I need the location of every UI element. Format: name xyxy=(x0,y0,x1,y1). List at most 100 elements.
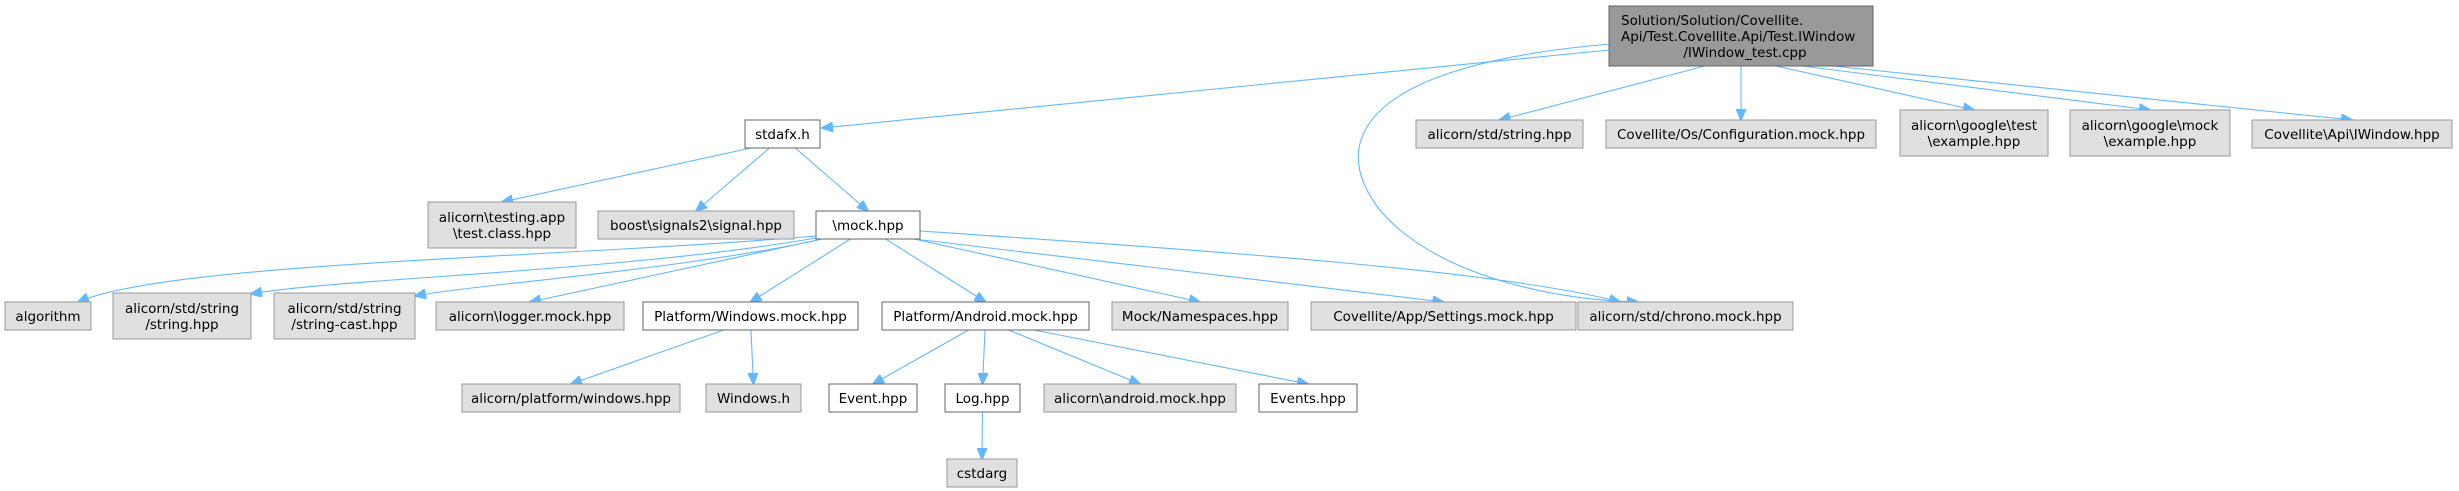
node-label-alicorn_android-0: alicorn\android.mock.hpp xyxy=(1054,391,1226,407)
node-alicorn_logger[interactable]: alicorn\logger.mock.hpp xyxy=(435,301,625,331)
node-alicorn_std_string_top[interactable]: alicorn/std/string.hpp xyxy=(1415,119,1584,149)
node-alicorn_android[interactable]: alicorn\android.mock.hpp xyxy=(1043,383,1237,413)
node-windows_h[interactable]: Windows.h xyxy=(705,383,802,413)
node-alicorn_std_chrono[interactable]: alicorn/std/chrono.mock.hpp xyxy=(1577,301,1794,331)
edge-mock-to-algorithm xyxy=(78,235,817,302)
node-root[interactable]: Solution/Solution/Covellite.Api/Test.Cov… xyxy=(1608,5,1874,67)
node-box-alicorn_std_string_cast[interactable] xyxy=(273,292,416,340)
node-box-boost_signals2[interactable] xyxy=(597,210,795,240)
node-box-platform_windows[interactable] xyxy=(642,301,859,331)
edge-platform_windows-to-windows_h xyxy=(751,329,754,384)
node-label-alicorn_logger-0: alicorn\logger.mock.hpp xyxy=(449,309,612,325)
node-box-windows_h[interactable] xyxy=(705,383,802,413)
node-box-log_hpp[interactable] xyxy=(944,383,1021,413)
node-box-platform_android[interactable] xyxy=(881,301,1090,331)
node-covellite_api_iwindow[interactable]: Covellite\Api\IWindow.hpp xyxy=(2251,119,2453,149)
edge-root-to-alicorn_std_string_top xyxy=(1500,65,1705,120)
node-box-alicorn_google_test[interactable] xyxy=(1899,109,2049,157)
edge-platform_android-to-events_hpp xyxy=(1033,329,1308,384)
node-label-root-1: Api/Test.Covellite.Api/Test.IWindow xyxy=(1621,29,1855,45)
edge-platform_android-to-event_hpp xyxy=(873,329,969,384)
node-box-alicorn_logger[interactable] xyxy=(435,301,625,331)
edges-layer xyxy=(78,43,2352,459)
node-log_hpp[interactable]: Log.hpp xyxy=(944,383,1021,413)
node-events_hpp[interactable]: Events.hpp xyxy=(1258,383,1358,413)
node-label-alicorn_testing_app-0: alicorn\testing.app xyxy=(439,210,565,226)
node-algorithm[interactable]: algorithm xyxy=(4,301,92,331)
edge-platform_android-to-alicorn_android xyxy=(1008,329,1140,384)
edge-root-to-alicorn_google_mock xyxy=(1802,65,2150,110)
node-covellite_os_configuration[interactable]: Covellite/Os/Configuration.mock.hpp xyxy=(1605,119,1877,149)
node-box-covellite_os_configuration[interactable] xyxy=(1605,119,1877,149)
node-alicorn_testing_app[interactable]: alicorn\testing.app\test.class.hpp xyxy=(427,201,577,249)
node-label-alicorn_std_string_cast-1: /string-cast.hpp xyxy=(291,317,397,333)
node-box-cstdarg[interactable] xyxy=(946,458,1018,488)
node-box-covellite_app_settings[interactable] xyxy=(1310,301,1577,331)
edge-mock-to-covellite_app_settings xyxy=(913,238,1444,302)
edge-mock-to-platform_android xyxy=(885,238,986,302)
node-box-alicorn_std_chrono[interactable] xyxy=(1577,301,1794,331)
edge-stdafx-to-alicorn_testing_app xyxy=(502,147,752,202)
node-platform_windows[interactable]: Platform/Windows.mock.hpp xyxy=(642,301,859,331)
node-box-stdafx[interactable] xyxy=(744,119,821,149)
edge-mock-to-alicorn_std_chrono xyxy=(919,230,1620,302)
node-label-alicorn_std_string-0: alicorn/std/string xyxy=(125,301,239,317)
node-label-alicorn_std_string_top-0: alicorn/std/string.hpp xyxy=(1427,127,1571,143)
node-event_hpp[interactable]: Event.hpp xyxy=(828,383,918,413)
node-label-stdafx-0: stdafx.h xyxy=(755,127,810,143)
node-label-covellite_app_settings-0: Covellite/App/Settings.mock.hpp xyxy=(1333,309,1554,325)
node-alicorn_google_test[interactable]: alicorn\google\test\example.hpp xyxy=(1899,109,2049,157)
node-label-alicorn_google_mock-0: alicorn\google\mock xyxy=(2082,118,2219,134)
node-label-alicorn_google_mock-1: \example.hpp xyxy=(2104,134,2197,150)
node-box-alicorn_android[interactable] xyxy=(1043,383,1237,413)
node-box-mock_namespaces[interactable] xyxy=(1111,301,1289,331)
node-label-mock_namespaces-0: Mock/Namespaces.hpp xyxy=(1122,309,1278,325)
nodes-layer: Solution/Solution/Covellite.Api/Test.Cov… xyxy=(4,5,2453,488)
edge-mock-to-alicorn_std_string xyxy=(251,237,817,294)
node-alicorn_std_string_cast[interactable]: alicorn/std/string/string-cast.hpp xyxy=(273,292,416,340)
node-box-alicorn_platform_windows[interactable] xyxy=(461,383,681,413)
node-platform_android[interactable]: Platform/Android.mock.hpp xyxy=(881,301,1090,331)
node-alicorn_platform_windows[interactable]: alicorn/platform/windows.hpp xyxy=(461,383,681,413)
node-label-platform_windows-0: Platform/Windows.mock.hpp xyxy=(654,309,847,325)
node-mock[interactable]: \mock.hpp xyxy=(815,210,921,240)
node-box-alicorn_std_string[interactable] xyxy=(112,292,252,340)
edge-mock-to-alicorn_logger xyxy=(530,238,823,302)
node-alicorn_std_string[interactable]: alicorn/std/string/string.hpp xyxy=(112,292,252,340)
node-label-alicorn_std_chrono-0: alicorn/std/chrono.mock.hpp xyxy=(1589,309,1781,325)
node-label-boost_signals2-0: boost\signals2\signal.hpp xyxy=(610,218,782,234)
node-label-alicorn_platform_windows-0: alicorn/platform/windows.hpp xyxy=(471,391,671,407)
node-boost_signals2[interactable]: boost\signals2\signal.hpp xyxy=(597,210,795,240)
node-box-alicorn_testing_app[interactable] xyxy=(427,201,577,249)
node-box-mock[interactable] xyxy=(815,210,921,240)
node-label-mock-0: \mock.hpp xyxy=(832,218,903,234)
node-label-alicorn_google_test-1: \example.hpp xyxy=(1928,134,2021,150)
node-mock_namespaces[interactable]: Mock/Namespaces.hpp xyxy=(1111,301,1289,331)
node-label-event_hpp-0: Event.hpp xyxy=(839,391,908,407)
edge-mock-to-platform_windows xyxy=(751,238,851,302)
node-cstdarg[interactable]: cstdarg xyxy=(946,458,1018,488)
node-box-covellite_api_iwindow[interactable] xyxy=(2251,119,2453,149)
node-label-alicorn_testing_app-1: \test.class.hpp xyxy=(453,226,551,242)
node-alicorn_google_mock[interactable]: alicorn\google\mock\example.hpp xyxy=(2069,109,2231,157)
edge-root-to-stdafx xyxy=(822,49,1610,128)
node-box-events_hpp[interactable] xyxy=(1258,383,1358,413)
edge-root-to-covellite_api_iwindow xyxy=(1832,65,2352,120)
node-covellite_app_settings[interactable]: Covellite/App/Settings.mock.hpp xyxy=(1310,301,1577,331)
node-label-cstdarg-0: cstdarg xyxy=(957,466,1007,482)
node-label-events_hpp-0: Events.hpp xyxy=(1270,391,1346,407)
node-box-event_hpp[interactable] xyxy=(828,383,918,413)
node-label-root-2: /IWindow_test.cpp xyxy=(1683,45,1806,61)
edge-mock-to-mock_namespaces xyxy=(913,238,1200,302)
node-stdafx[interactable]: stdafx.h xyxy=(744,119,821,149)
edge-root-to-alicorn_google_test xyxy=(1775,65,1974,110)
edge-stdafx-to-boost_signals2 xyxy=(696,147,770,211)
node-box-algorithm[interactable] xyxy=(4,301,92,331)
node-box-alicorn_google_mock[interactable] xyxy=(2069,109,2231,157)
node-label-algorithm-0: algorithm xyxy=(15,309,80,325)
node-box-root[interactable] xyxy=(1608,5,1874,67)
node-label-log_hpp-0: Log.hpp xyxy=(955,391,1009,407)
node-box-alicorn_std_string_top[interactable] xyxy=(1415,119,1584,149)
edge-root-to-alicorn_std_chrono xyxy=(1358,43,1638,302)
